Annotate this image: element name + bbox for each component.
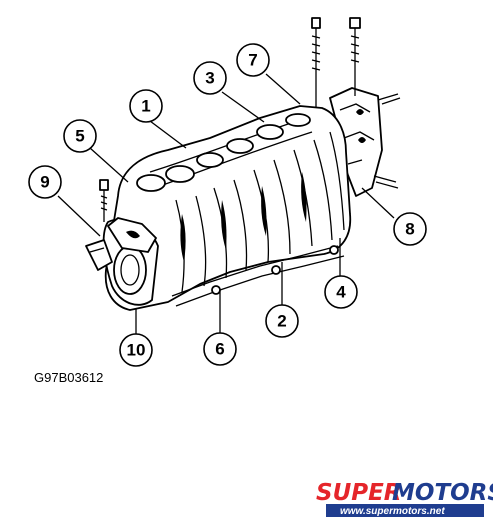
intake-manifold-drawing	[85, 17, 401, 311]
callout-1-label: 1	[141, 97, 150, 116]
callout-7: 7	[236, 43, 270, 77]
callout-5: 5	[63, 119, 97, 153]
leader-lines	[57, 73, 395, 336]
watermark-brand-super: SUPER	[316, 480, 402, 506]
watermark-url-band	[326, 504, 484, 517]
callout-9: 9	[28, 165, 62, 199]
callout-1: 1	[129, 89, 163, 123]
callout-5-label: 5	[75, 127, 84, 146]
figure-code: G97B03612	[34, 370, 103, 385]
callout-10-label: 10	[127, 341, 146, 360]
callout-8: 8	[393, 212, 427, 246]
callout-2-label: 2	[277, 312, 286, 331]
callout-9-label: 9	[40, 173, 49, 192]
callout-8-label: 8	[405, 220, 414, 239]
callout-4-label: 4	[336, 283, 346, 302]
watermark-brand-motors: MOTORS	[392, 480, 493, 506]
callout-3: 3	[193, 61, 227, 95]
callout-6-label: 6	[215, 340, 224, 359]
supermotors-watermark: SUPER MOTORS www.supermotors.net	[316, 480, 493, 517]
callout-2: 2	[265, 304, 299, 338]
callout-6: 6	[203, 332, 237, 366]
callout-7-label: 7	[248, 51, 257, 70]
watermark-url: www.supermotors.net	[340, 506, 445, 517]
callout-4: 4	[324, 275, 358, 309]
callout-10: 10	[119, 333, 153, 367]
callout-3-label: 3	[205, 69, 214, 88]
